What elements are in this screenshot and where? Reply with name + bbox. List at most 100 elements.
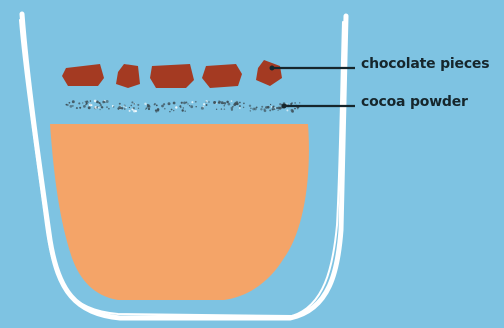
cocoa-powder-speck <box>201 107 204 110</box>
cocoa-powder-speck <box>221 101 224 104</box>
cocoa-powder-speck <box>190 105 193 108</box>
cocoa-powder-speck <box>171 109 173 111</box>
cocoa-powder-speck <box>164 108 166 110</box>
cocoa-powder-speck <box>277 110 278 111</box>
cocoa-powder-speck <box>66 104 68 106</box>
cocoa-powder-speck <box>213 101 216 104</box>
cocoa-powder-speck <box>148 108 150 110</box>
cocoa-powder-speck <box>125 107 126 108</box>
cocoa-powder-speck <box>183 102 186 105</box>
cocoa-powder-speck <box>195 101 197 103</box>
cocoa-powder-speck <box>117 107 119 109</box>
cocoa-powder-speck <box>185 101 187 103</box>
cocoa-powder-speck <box>221 108 222 109</box>
cocoa-powder-speck <box>208 101 210 103</box>
chocolate-piece <box>202 64 242 88</box>
cocoa-powder-speck <box>168 102 171 105</box>
cocoa-powder-speck <box>250 107 252 109</box>
cocoa-powder-speck <box>179 105 181 107</box>
cocoa-powder-speck <box>69 102 71 104</box>
cocoa-powder-speck <box>270 104 271 105</box>
cocoa-powder-speck <box>94 100 97 103</box>
cocoa-powder-speck <box>181 109 183 111</box>
cocoa-powder-speck <box>124 108 126 110</box>
cocoa-powder-speck <box>239 102 241 104</box>
cocoa-powder-speck <box>206 104 208 106</box>
cocoa-powder-speck <box>133 107 135 109</box>
cocoa-powder-speck <box>195 106 196 107</box>
cocoa-powder-speck <box>88 106 91 109</box>
cocoa-powder-speck <box>76 107 78 109</box>
cocoa-powder-speck <box>156 105 158 107</box>
cocoa-powder-speck <box>232 106 234 108</box>
cocoa-powder-speck <box>79 107 81 109</box>
cocoa-powder-speck <box>271 106 272 107</box>
cocoa-powder-speck <box>82 102 83 103</box>
cocoa-powder-speck <box>129 107 130 108</box>
cocoa-powder-speck <box>297 108 298 109</box>
cocoa-powder-speck <box>87 101 88 102</box>
cocoa-powder-speck <box>131 101 133 103</box>
cocoa-powder-speck <box>277 107 280 110</box>
cocoa-powder-speck <box>163 103 165 105</box>
chocolate-pieces-leader-dot <box>270 66 275 71</box>
cocoa-powder-speck <box>260 108 262 110</box>
cocoa-powder-speck <box>183 107 184 108</box>
cocoa-powder-speck <box>243 102 245 104</box>
cocoa-powder-speck <box>267 106 270 109</box>
cocoa-powder-speck <box>123 106 124 107</box>
cocoa-powder-speck <box>272 108 275 111</box>
cocoa-powder-speck <box>291 109 294 112</box>
cocoa-powder-speck <box>191 101 193 103</box>
liquid <box>50 124 309 300</box>
cocoa-powder-speck <box>147 104 149 106</box>
cocoa-powder-speck <box>231 100 233 102</box>
cocoa-powder-speck <box>189 105 190 106</box>
cocoa-powder-speck <box>101 106 103 108</box>
cocoa-powder-speck <box>134 103 135 104</box>
cocoa-powder-speck <box>203 103 205 105</box>
cocoa-powder-speck <box>106 100 109 103</box>
cocoa-powder-speck <box>108 108 110 110</box>
cocoa-powder-speck <box>173 102 176 105</box>
cocoa-powder-speck <box>119 103 121 105</box>
cocoa-powder-speck <box>106 106 108 108</box>
cocoa-powder-speck <box>228 103 231 106</box>
cocoa-powder-speck <box>144 103 146 105</box>
cocoa-powder-speck <box>299 102 300 103</box>
cocoa-powder-speck <box>169 111 171 113</box>
cocoa-powder-speck <box>98 102 100 104</box>
cocoa-powder-speck <box>100 104 102 106</box>
cocoa-powder-speck <box>129 110 131 112</box>
cocoa-powder-speck <box>113 106 114 107</box>
cocoa-powder-speck <box>239 105 241 107</box>
cocoa-powder-speck <box>98 107 100 109</box>
cocoa-powder-speck <box>220 101 221 102</box>
cocoa-powder-label: cocoa powder <box>361 94 468 110</box>
cocoa-powder-speck <box>148 106 150 108</box>
cocoa-powder-speck <box>70 105 73 108</box>
cocoa-powder-speck <box>138 108 139 109</box>
cocoa-powder-speck <box>72 100 75 103</box>
cocoa-powder-speck <box>249 105 251 107</box>
cocoa-powder-speck <box>181 102 183 104</box>
cocoa-powder-speck <box>224 108 226 110</box>
cocoa-powder-speck <box>173 110 174 111</box>
cocoa-powder-speck <box>279 103 281 105</box>
cocoa-powder-speck <box>78 102 80 104</box>
cocoa-powder-speck <box>216 109 217 110</box>
cocoa-powder-speck <box>85 104 86 105</box>
cocoa-powder-speck <box>250 110 251 111</box>
cocoa-powder-leader-dot <box>282 104 287 109</box>
cocoa-powder-speck <box>205 101 206 102</box>
cocoa-powder-speck <box>294 108 296 110</box>
cocoa-powder-speck <box>145 109 146 110</box>
cocoa-powder-speck <box>223 105 225 107</box>
cocoa-powder-speck <box>290 103 292 105</box>
cocoa-powder-speck <box>121 107 123 109</box>
cocoa-powder-speck <box>286 109 288 111</box>
cocoa-powder-speck <box>133 110 136 113</box>
cocoa-powder-speck <box>99 109 100 110</box>
